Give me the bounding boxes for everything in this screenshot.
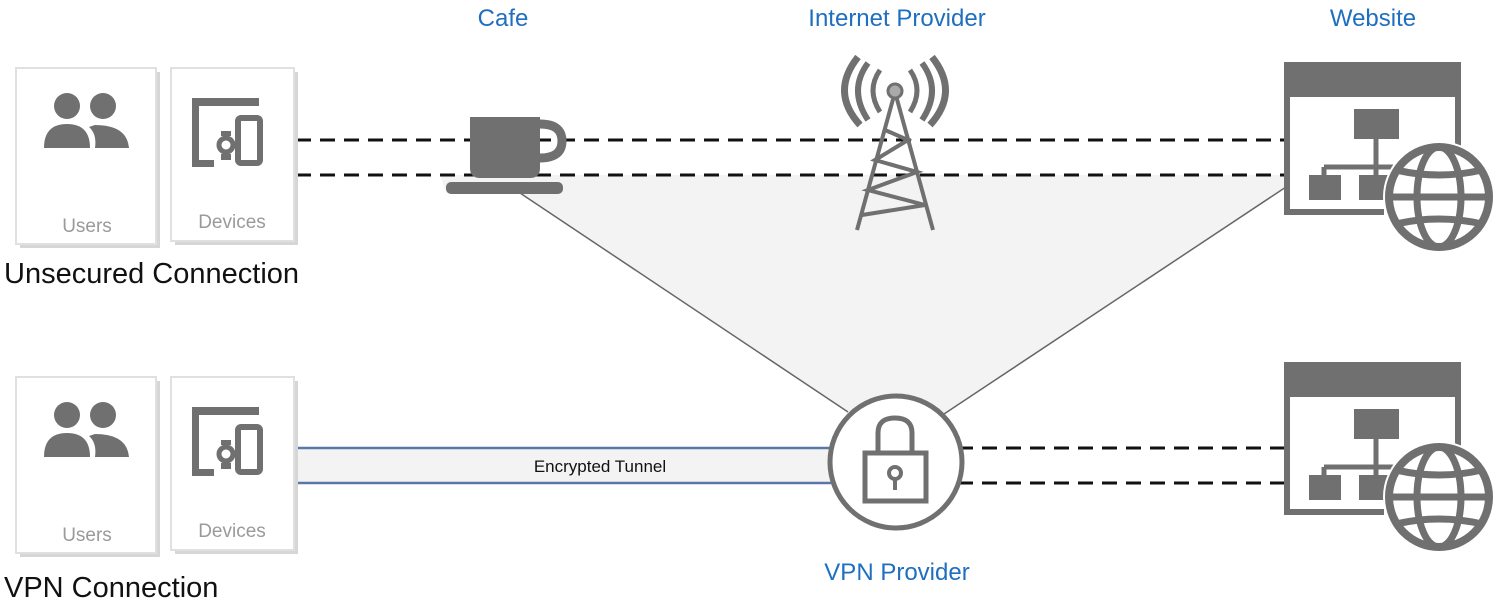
website-to-vpn-line: [943, 186, 1287, 415]
encrypted-tunnel-label: Encrypted Tunnel: [534, 457, 666, 476]
devices-card: Devices: [170, 67, 298, 245]
users-label: Users: [62, 216, 112, 237]
cafe-to-vpn-line: [519, 192, 849, 413]
cell-tower-icon: [841, 54, 949, 231]
internet-provider-label: Internet Provider: [808, 5, 985, 32]
encrypted-tunnel: [296, 448, 836, 483]
vpn-reroute-area: [440, 175, 1286, 414]
coffee-cup-icon: [446, 117, 567, 194]
website-icon: [1284, 62, 1495, 253]
devices-card: Devices: [170, 376, 298, 554]
vpn-provider-label: VPN Provider: [824, 559, 969, 586]
devices-label: Devices: [198, 521, 266, 542]
vpn-connection-title: VPN Connection: [4, 572, 218, 604]
cafe-label: Cafe: [478, 5, 529, 32]
unsecured-connection-title: Unsecured Connection: [4, 258, 299, 290]
users-card: Users: [15, 376, 160, 557]
devices-label: Devices: [198, 212, 266, 233]
website-icon: [1284, 362, 1495, 553]
vpn-lock-icon: [827, 393, 965, 531]
website-label: Website: [1330, 5, 1416, 32]
users-label: Users: [62, 525, 112, 546]
users-card: Users: [15, 67, 160, 248]
